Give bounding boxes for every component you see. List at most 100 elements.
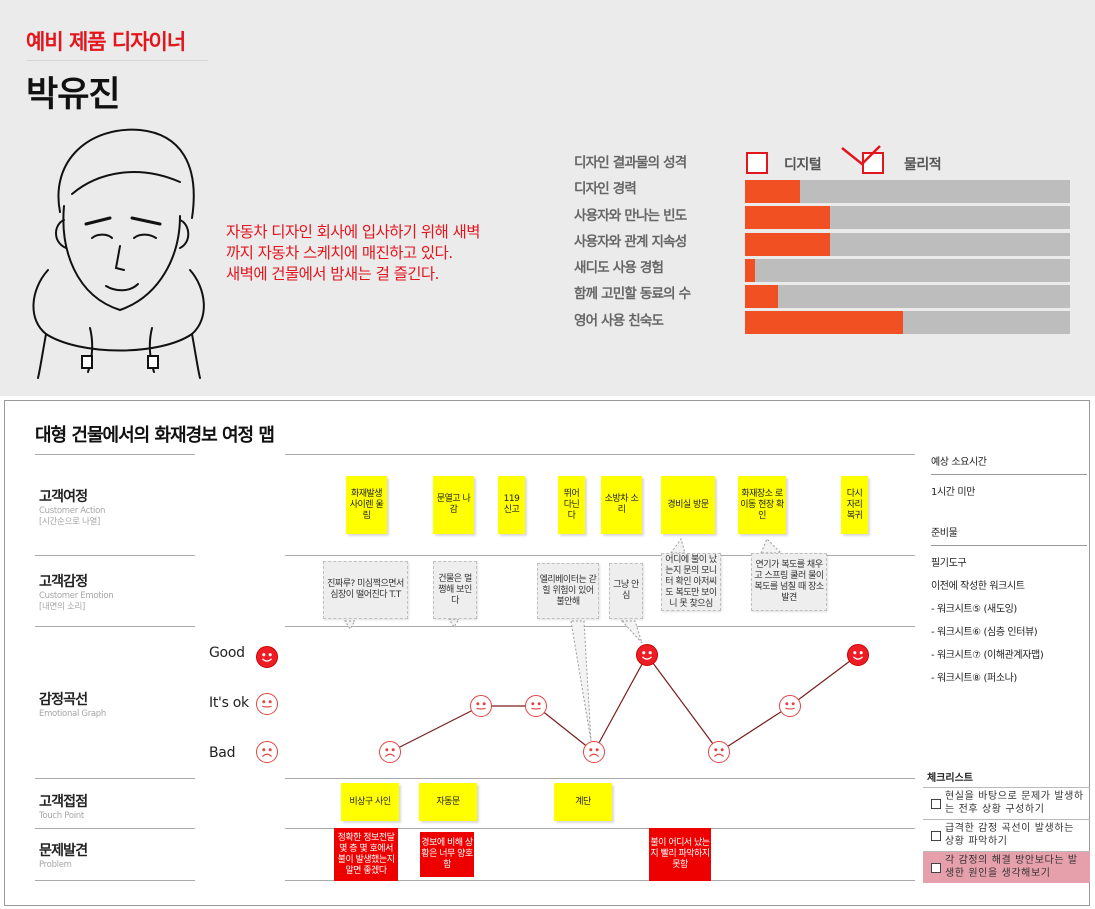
attribute-label: 새디도 사용 경험 (574, 260, 664, 277)
row-divider (285, 828, 915, 829)
row-divider (285, 454, 915, 455)
row-label-emotional-graph: 감정곡선 Emotional Graph (39, 689, 106, 720)
checklist-item[interactable]: 각 감정의 해결 방안보다는 발생한 원인을 생각해보기 (923, 851, 1090, 883)
check-mark-icon (841, 145, 881, 166)
action-sticky: 화재장소 로 이동 현장 확인 (738, 476, 786, 534)
row-subtitle: Customer Emotion (39, 591, 114, 601)
description-line: 까지 자동차 스케치에 매진하고 있다. (226, 244, 453, 262)
attribute-bar (745, 311, 1070, 335)
attribute-bar (745, 285, 1070, 309)
row-divider (35, 778, 195, 779)
checklist-item-text: 각 감정의 해결 방안보다는 발생한 원인을 생각해보기 (945, 855, 1078, 879)
attribute-bar (745, 180, 1070, 203)
side-panel: 예상 소요시간 1시간 미만 준비물 필기도구 이전에 작성한 워크시트 - 워… (931, 453, 1087, 684)
row-subtitle: [시간순으로 나열] (39, 517, 101, 527)
emotion-bubble: 건물은 멀쩡해 보인다 (433, 561, 477, 619)
digital-label: 디지털 (784, 157, 822, 173)
emotion-bubble: 엘리베이터는 갇힐 위험이 있어 불안해 (537, 563, 599, 619)
description-line: 자동차 디자인 회사에 입사하기 위해 새벽 (226, 223, 480, 241)
row-label-customer-action: 고객여정 Customer Action [시간순으로 나열] (39, 486, 105, 528)
curve-segment (389, 705, 482, 753)
problem-sticky: 경보에 비해 상황은 너무 양호함 (420, 832, 474, 877)
neutral-face-icon (470, 695, 492, 717)
persona-role: 예비 제품 디자이너 (26, 30, 186, 54)
curve-segment (646, 654, 720, 753)
prep-item: - 워크시트⑥ (심층 인터뷰) (931, 627, 1038, 638)
attribute-bar-fill (745, 311, 903, 335)
attribute-bar-fill (745, 180, 801, 203)
touchpoint-sticky: 비상구 사인 (341, 783, 399, 821)
row-label-customer-emotion: 고객감정 Customer Emotion [내면의 소리] (39, 571, 114, 613)
attribute-labels: 디자인 결과물의 성격 디자인 경력 사용자와 만나는 빈도 사용자와 관계 지… (574, 150, 734, 334)
happy-face-icon (636, 644, 658, 666)
physical-label: 물리적 (904, 157, 942, 173)
row-subtitle: Touch Point (39, 811, 84, 821)
row-subtitle: Emotional Graph (39, 709, 106, 719)
row-divider (35, 555, 195, 556)
row-divider (285, 880, 915, 881)
persona-panel: 예비 제품 디자이너 박유진 자동차 디자인 회사에 입사하기 위해 새벽 까지… (0, 0, 1095, 396)
row-title: 고객접점 (39, 794, 88, 810)
persona-description: 자동차 디자인 회사에 입사하기 위해 새벽 까지 자동차 스케치에 매진하고 … (226, 222, 566, 285)
prep-item: - 워크시트⑧ (퍼소나) (931, 673, 1017, 684)
digital-checkbox[interactable] (746, 152, 768, 174)
row-divider (285, 555, 915, 556)
happy-face-icon (847, 644, 869, 666)
attribute-bar (745, 232, 1070, 256)
checkbox[interactable] (931, 799, 941, 809)
neutral-face-icon (525, 695, 547, 717)
checkbox[interactable] (931, 863, 941, 873)
attribute-bar (745, 258, 1070, 282)
checklist-title: 체크리스트 (927, 773, 973, 784)
checkbox[interactable] (931, 831, 941, 841)
action-sticky: 119 신고 (498, 476, 525, 534)
attribute-bar-fill (745, 285, 778, 309)
attribute-bar (745, 206, 1070, 230)
prep-item: - 워크시트⑦ (이해관계자맵) (931, 650, 1044, 661)
row-divider (35, 828, 195, 829)
prep-title: 준비물 (931, 524, 1087, 546)
neutral-face-icon (256, 693, 278, 715)
action-sticky: 뛰어 다닌 다 (558, 476, 585, 534)
attribute-label: 사용자와 만나는 빈도 (574, 207, 687, 224)
row-subtitle: [내면의 소리] (39, 602, 86, 612)
row-divider (35, 626, 195, 627)
level-label-bad: Bad (209, 745, 236, 761)
curve-segment (593, 654, 648, 753)
checklist-item[interactable]: 현실을 바탕으로 문제가 발생하는 전후 상황 구성하기 (923, 787, 1090, 819)
attribute-label: 사용자와 관계 지속성 (574, 233, 687, 250)
checklist-item[interactable]: 급격한 감정 곡선이 발생하는 상황 파악하기 (923, 819, 1090, 851)
sad-face-icon (256, 741, 278, 763)
action-sticky: 화재발생 사이렌 울림 (346, 476, 387, 534)
level-label-good: Good (209, 645, 245, 661)
time-value: 1시간 미만 (931, 487, 975, 498)
sad-face-icon (583, 741, 605, 763)
emotion-bubble: 그냥 안심 (609, 563, 643, 619)
attribute-bars (745, 180, 1070, 338)
emotion-bubble: 진짜루? 미심쩍으면서 심장이 떨어진다 T.T (323, 561, 408, 619)
row-divider (35, 454, 195, 455)
row-title: 고객감정 (39, 574, 88, 590)
prep-item: 이전에 작성한 워크시트 (931, 581, 1025, 592)
action-sticky: 소방차 소리 (601, 476, 642, 534)
attribute-label: 디자인 결과물의 성격 (574, 155, 687, 171)
touchpoint-sticky: 계단 (554, 783, 612, 821)
action-sticky: 문열고 나감 (433, 476, 474, 534)
attribute-label: 함께 고민할 동료의 수 (574, 286, 691, 303)
emotion-bubble: 어디에 불이 났는지 문의 모니터 확인 아저씨도 복도만 보이니 못 찾으심 (661, 553, 721, 611)
neutral-face-icon (779, 695, 801, 717)
journey-map: 대형 건물에서의 화재경보 여정 맵 고객여정 Customer Action … (4, 400, 1090, 906)
row-subtitle: Problem (39, 860, 72, 870)
attribute-bar-fill (745, 206, 830, 230)
attribute-bar-fill (745, 232, 830, 256)
checklist-item-text: 현실을 바탕으로 문제가 발생하는 전후 상황 구성하기 (945, 791, 1084, 815)
problem-sticky: 불이 어디서 났는지 빨리 파악하지 못함 (649, 828, 711, 881)
attribute-label: 디자인 경력 (574, 181, 637, 198)
action-sticky: 경비실 방문 (661, 476, 715, 534)
row-title: 감정곡선 (39, 692, 88, 708)
row-divider (35, 880, 195, 881)
row-title: 문제발견 (39, 843, 88, 859)
time-title: 예상 소요시간 (931, 453, 1087, 475)
prep-item: 필기도구 (931, 558, 967, 569)
persona-sketch (32, 128, 205, 379)
